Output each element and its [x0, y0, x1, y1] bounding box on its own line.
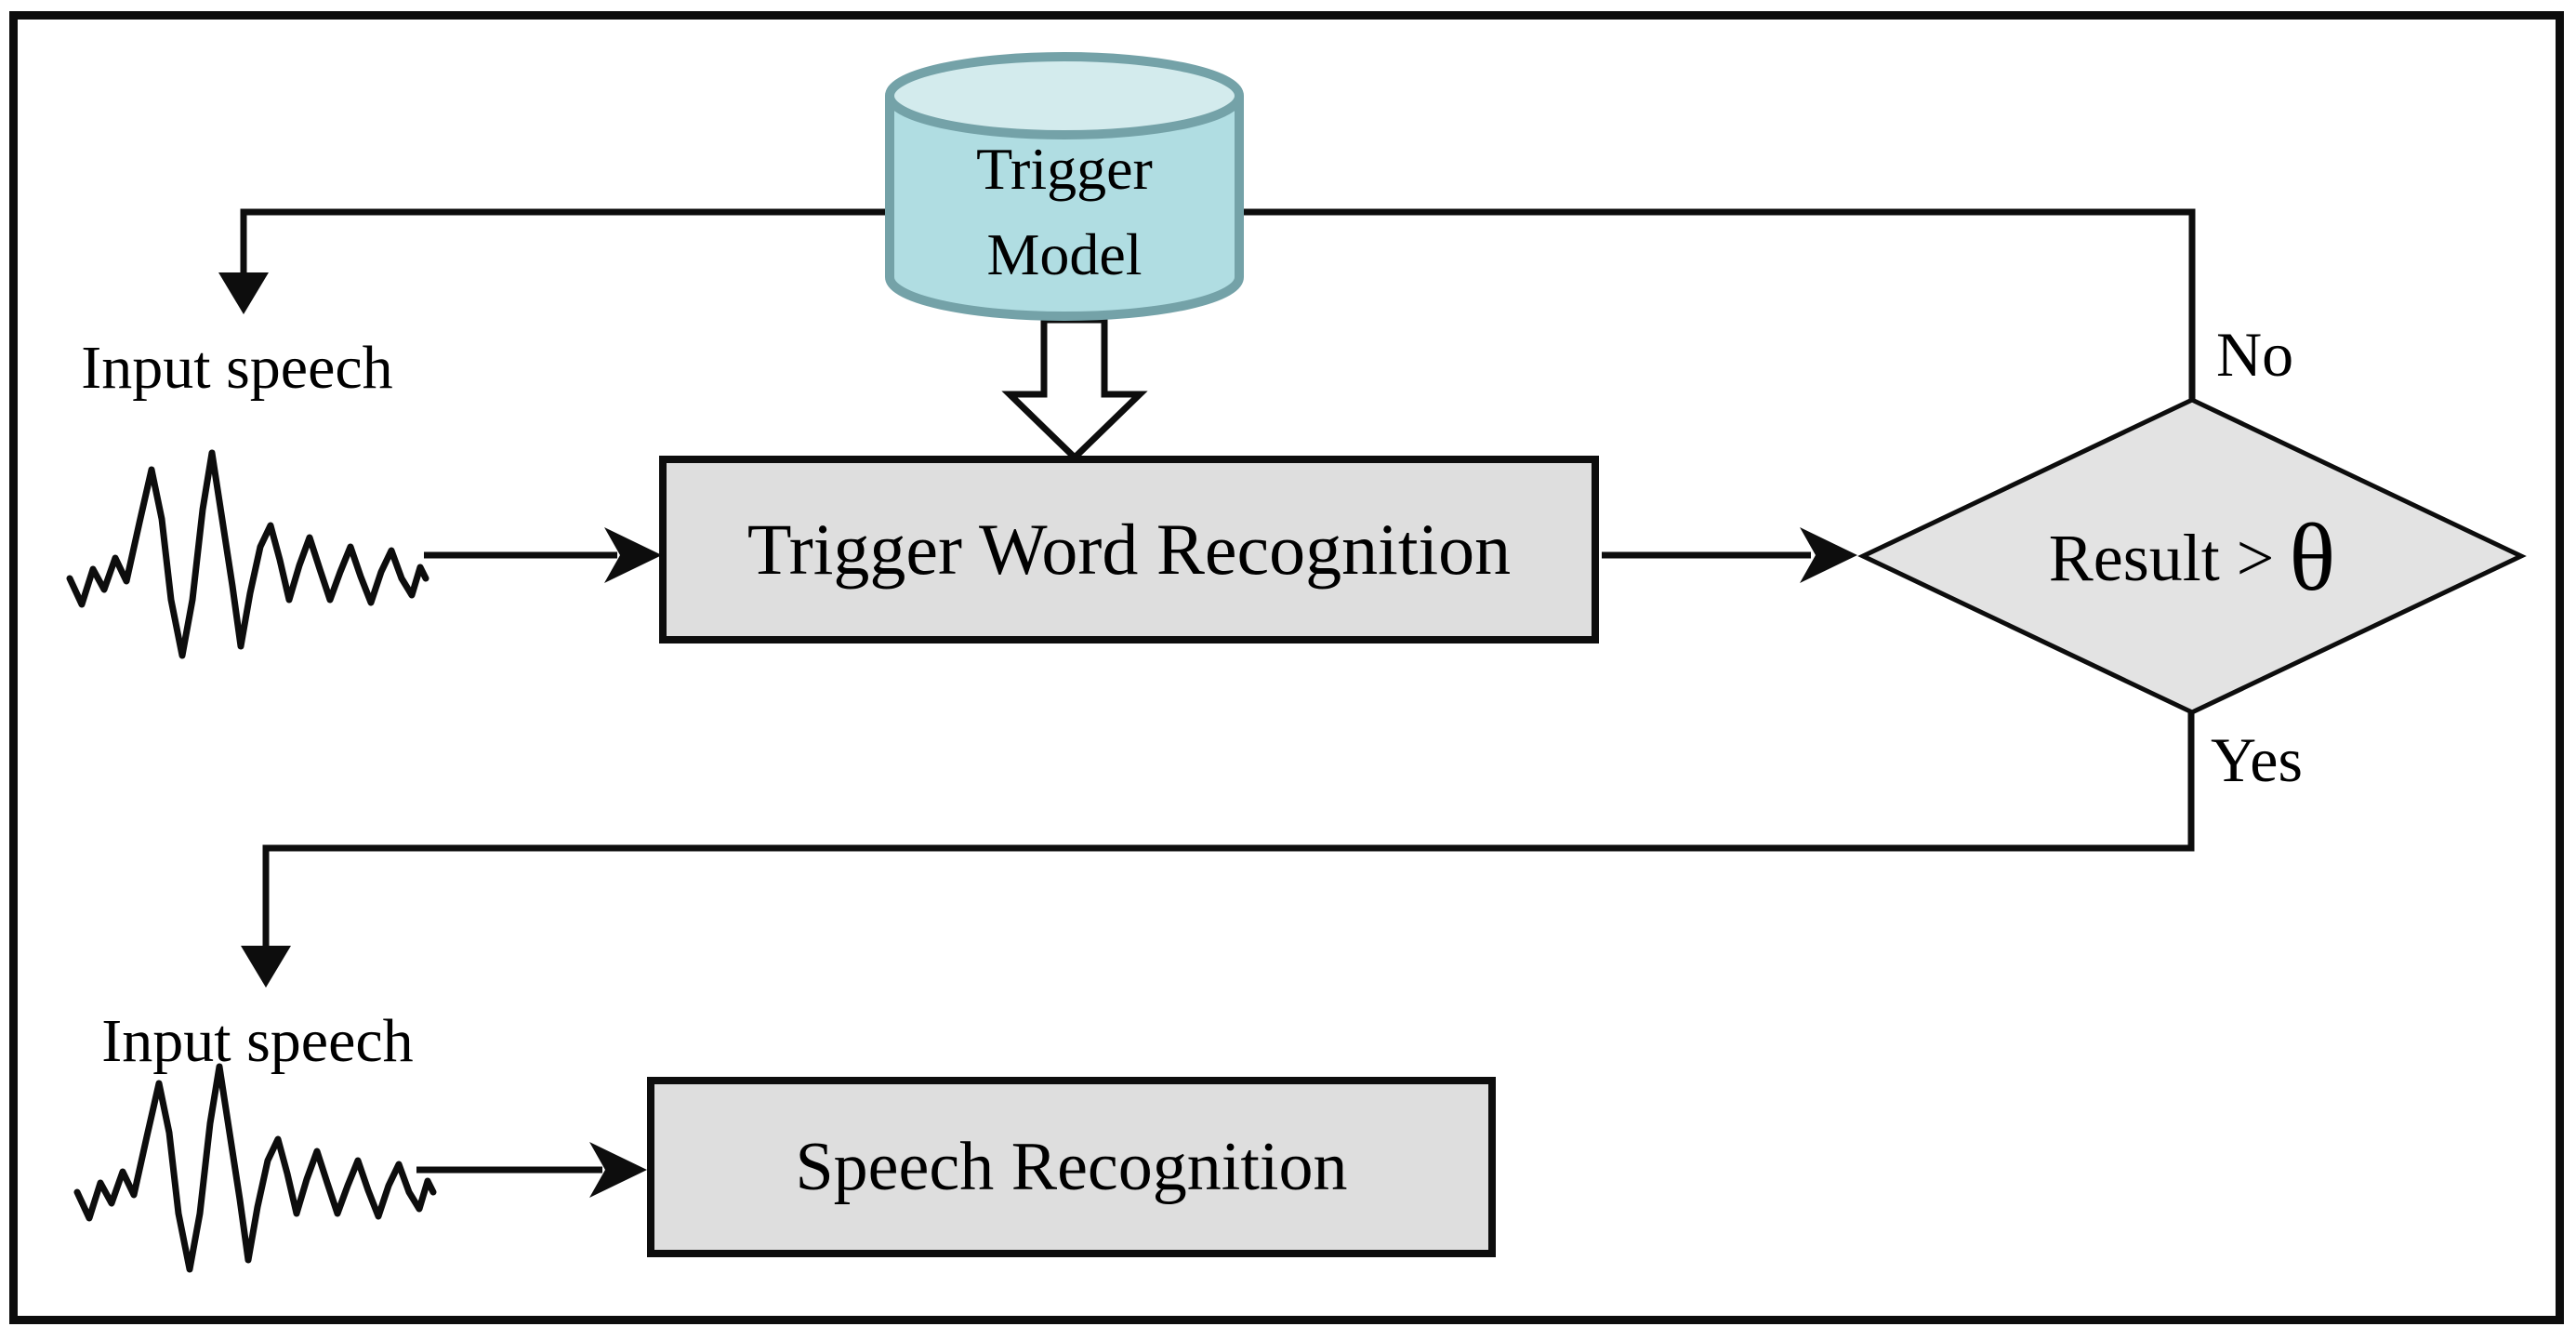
waveform-icon [73, 1063, 437, 1273]
speech-recognition-box [647, 1077, 1496, 1257]
decision-diamond [1857, 397, 2527, 715]
waveform-icon [66, 449, 429, 659]
arrowhead-right-icon [1800, 527, 1857, 583]
speech-recognition-label: Speech Recognition [795, 1128, 1348, 1205]
decision-label: Result > θ [2048, 504, 2336, 611]
trigger-model-label: Trigger Model [878, 126, 1250, 298]
trigger-model-label-line1: Trigger [976, 136, 1153, 202]
arrowhead-right-icon [604, 527, 662, 583]
block-arrow-down-icon [1001, 316, 1148, 462]
trigger-model-cylinder-top [885, 52, 1244, 139]
input-speech-label-bottom: Input speech [101, 1007, 414, 1075]
outer-frame [9, 11, 2564, 1324]
no-branch-label: No [2216, 319, 2294, 390]
decision-label-text: Result > [2048, 520, 2275, 595]
yes-branch-label: Yes [2211, 724, 2303, 795]
yes-branch-connector [262, 710, 2195, 952]
trigger-model-cylinder-body [885, 96, 1244, 321]
arrowhead-down-icon [241, 946, 291, 988]
input-speech-label-top: Input speech [81, 334, 393, 402]
arrowhead-down-icon [218, 272, 269, 314]
trigger-word-recognition-box [659, 456, 1599, 643]
trigger-model-label-line2: Model [986, 221, 1143, 287]
arrowhead-right-icon [589, 1142, 647, 1198]
trigger-word-recognition-label: Trigger Word Recognition [746, 509, 1512, 590]
